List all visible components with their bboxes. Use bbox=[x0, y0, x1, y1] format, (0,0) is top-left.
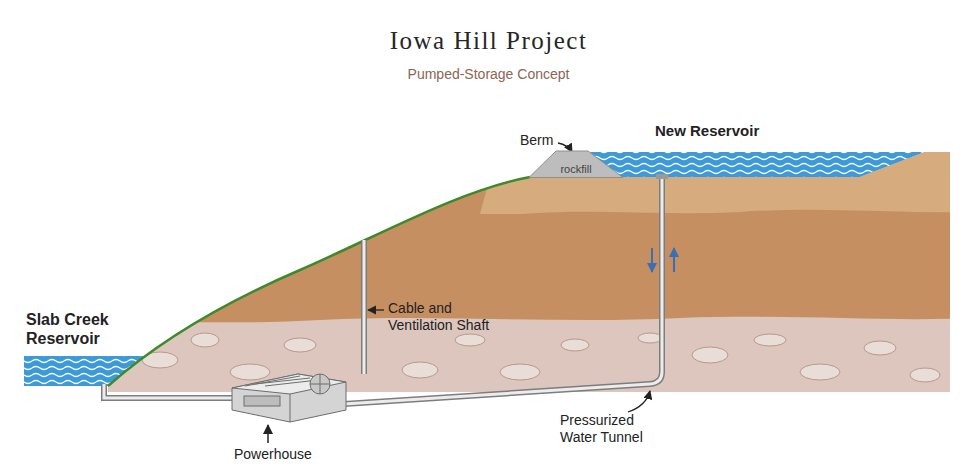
tunnel-leader bbox=[628, 391, 650, 412]
hill-surface bbox=[108, 177, 530, 386]
berm-fill bbox=[529, 151, 623, 178]
part-label: Pressurized Water Tunnel bbox=[560, 412, 670, 446]
berm-shape: rockfill bbox=[528, 150, 624, 178]
ground-middle-layer bbox=[0, 140, 977, 400]
ground bbox=[0, 140, 977, 400]
part-label: Cable and Ventilation Shaft bbox=[388, 300, 510, 334]
rock-chunks bbox=[142, 333, 940, 382]
shaft-leader bbox=[368, 309, 384, 310]
ground-top-layer bbox=[480, 140, 977, 214]
part-label: Berm bbox=[520, 132, 553, 149]
subtitle: Pumped-Storage Concept bbox=[0, 66, 977, 83]
powerhouse-leader bbox=[267, 425, 269, 443]
diagram-title: Iowa Hill Project bbox=[0, 26, 977, 56]
powerhouse-drawing bbox=[232, 374, 346, 422]
reservoir-label: Slab Creek Reservoir bbox=[26, 310, 136, 348]
flow-arrow-up bbox=[673, 248, 675, 272]
reservoir-label: New Reservoir bbox=[655, 122, 759, 140]
material-label: rockfill bbox=[560, 163, 591, 175]
tunnels bbox=[104, 174, 668, 404]
flow-arrow-down bbox=[651, 248, 653, 272]
part-label: Powerhouse bbox=[234, 446, 312, 463]
